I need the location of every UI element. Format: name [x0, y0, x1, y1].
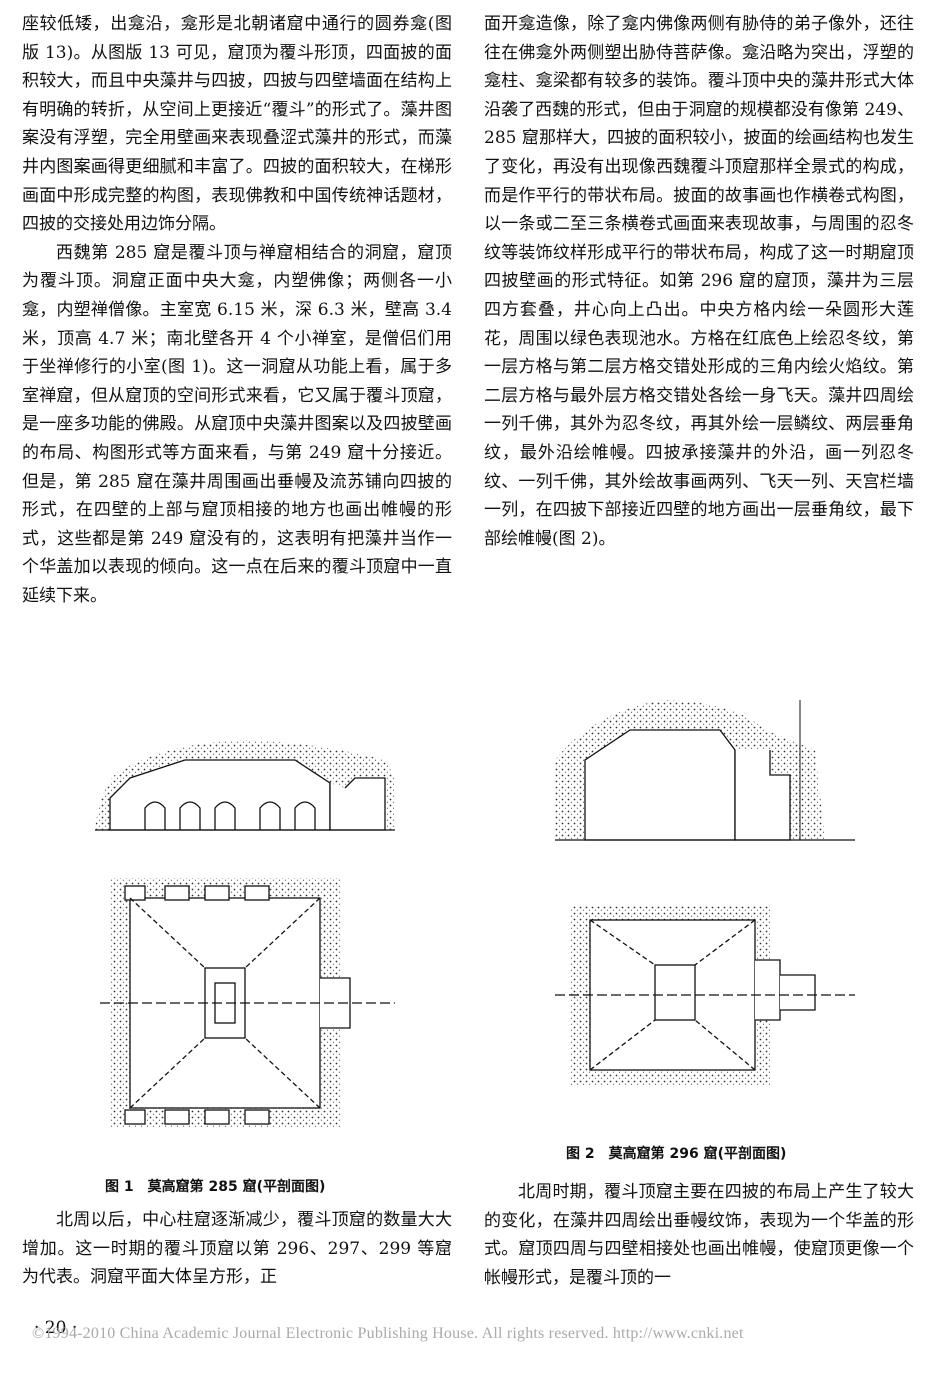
plan-view-285	[100, 878, 395, 1128]
section-view-285	[95, 740, 395, 831]
left-paragraph-3: 北周以后，中心柱窟逐渐减少，覆斗顶窟的数量大大增加。这一时期的覆斗顶窟以第 29…	[22, 1210, 452, 1288]
right-paragraph-1: 面开龛造像，除了龛内佛像两侧有胁侍的弟子像外，还往往在佛龛外两侧塑出胁侍菩萨像。…	[484, 14, 914, 549]
page-number: · 20 ·	[34, 1318, 78, 1338]
figure-1-caption: 图 1 莫高窟第 285 窟(平剖面图)	[105, 1179, 326, 1195]
figure-1-drawing	[95, 738, 395, 1148]
left-column-bottom: 北周以后，中心柱窟逐渐减少，覆斗顶窟的数量大大增加。这一时期的覆斗顶窟以第 29…	[22, 1206, 452, 1292]
left-column: 座较低矮，出龛沿，龛形是北朝诸窟中通行的圆券龛(图版 13)。从图版 13 可见…	[22, 10, 452, 610]
right-column: 面开龛造像，除了龛内佛像两侧有胁侍的弟子像外，还往往在佛龛外两侧塑出胁侍菩萨像。…	[484, 10, 914, 553]
section-view-296	[555, 700, 855, 841]
figure-2-drawing	[555, 690, 865, 1130]
left-paragraph-2: 西魏第 285 窟是覆斗顶与禅窟相结合的洞窟，窟顶为覆斗顶。洞窟正面中央大龛，内…	[22, 242, 452, 606]
figure-1-svg	[95, 740, 395, 1128]
right-column-bottom: 北周时期，覆斗顶窟主要在四披的布局上产生了较大的变化，在藻井四周绘出垂幔纹饰，表…	[484, 1178, 914, 1292]
plan-view-296	[555, 905, 855, 1085]
copyright-footer: ©1994-2010 China Academic Journal Electr…	[32, 1325, 744, 1342]
left-paragraph-1: 座较低矮，出龛沿，龛形是北朝诸窟中通行的圆券龛(图版 13)。从图版 13 可见…	[22, 14, 452, 235]
right-paragraph-2: 北周时期，覆斗顶窟主要在四披的布局上产生了较大的变化，在藻井四周绘出垂幔纹饰，表…	[484, 1182, 914, 1288]
figure-2-caption: 图 2 莫高窟第 296 窟(平剖面图)	[566, 1146, 787, 1162]
figure-2-svg	[555, 700, 855, 1085]
